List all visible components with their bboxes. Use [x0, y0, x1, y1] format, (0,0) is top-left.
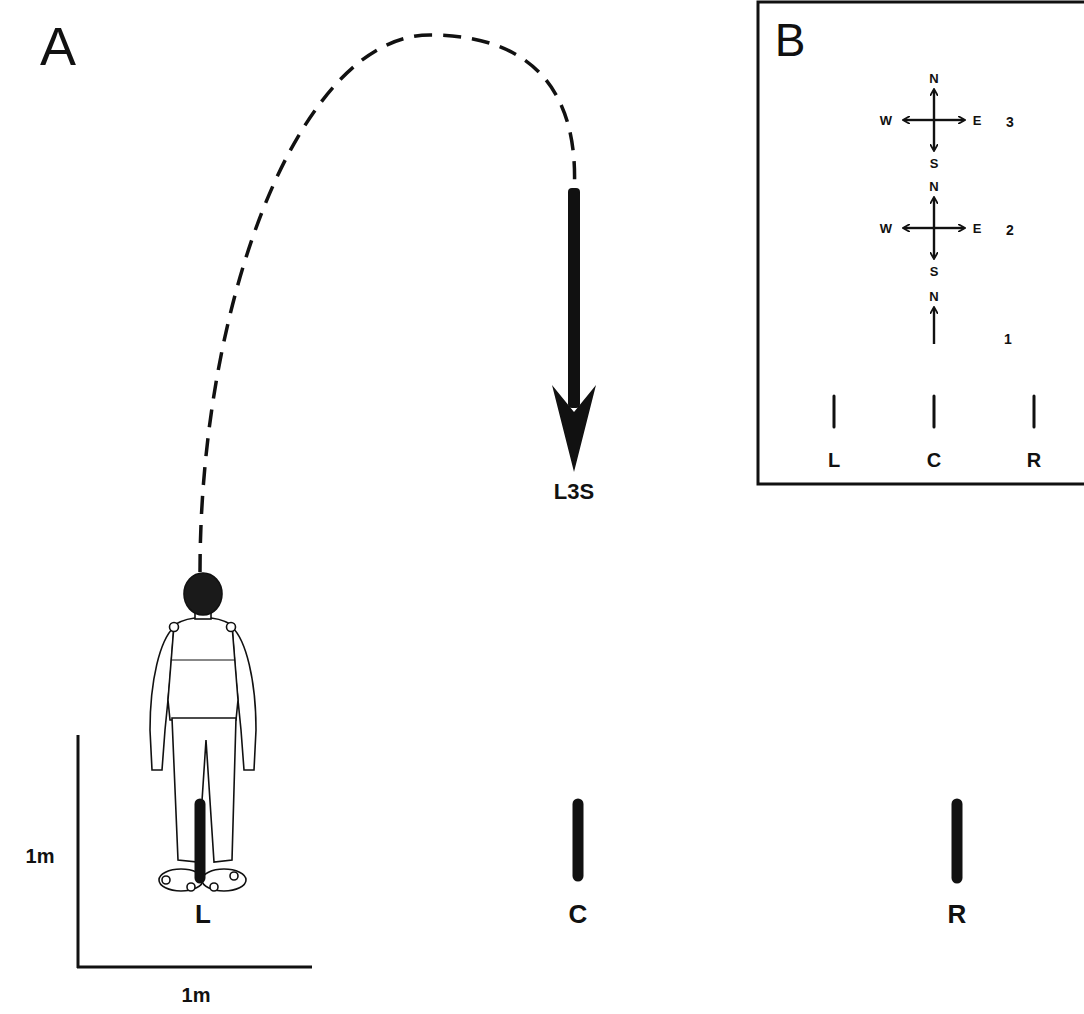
compass-letter: N	[929, 72, 938, 85]
compass-letter: S	[930, 265, 939, 278]
position-number: 1	[1004, 332, 1012, 346]
marker-label: R	[1027, 450, 1041, 470]
compass-letter: N	[929, 180, 938, 193]
marker-label: C	[569, 901, 588, 927]
compass-letter: N	[929, 290, 938, 303]
dimension-label: 1m	[26, 846, 55, 866]
floor-marker	[834, 396, 1034, 427]
marker-label: L	[195, 901, 211, 927]
compass-letter: S	[930, 157, 939, 170]
person-figure	[150, 573, 256, 891]
compass-arrows	[904, 90, 964, 344]
marker-label: R	[948, 901, 967, 927]
floor-marker	[200, 804, 957, 878]
marker-label: L	[828, 450, 840, 470]
position-number: 2	[1006, 223, 1014, 237]
panel-letter: B	[775, 17, 806, 63]
compass-letter: W	[880, 222, 892, 235]
walking-path	[200, 35, 575, 572]
trial-label: L3S	[554, 481, 594, 503]
compass-letter: E	[973, 114, 982, 127]
compass-letter: W	[880, 114, 892, 127]
position-number: 3	[1006, 115, 1014, 129]
dimension-label: 1m	[182, 985, 211, 1005]
marker-label: C	[927, 450, 941, 470]
compass-letter: E	[973, 222, 982, 235]
direction-arrow	[552, 188, 596, 472]
inset-panel	[758, 2, 1084, 484]
panel-letter: A	[40, 19, 76, 73]
